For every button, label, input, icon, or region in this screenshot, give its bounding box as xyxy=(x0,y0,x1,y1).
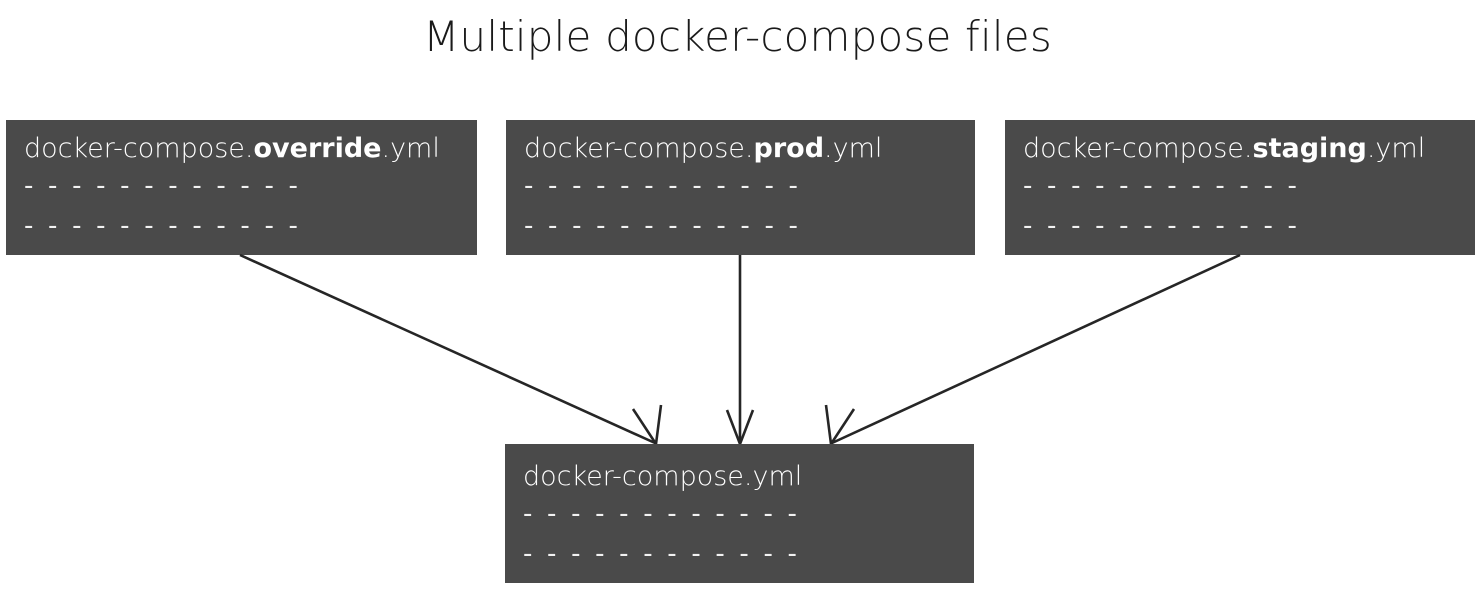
file-name-prefix: docker-compose.yml xyxy=(523,461,803,492)
arrowhead-override xyxy=(631,404,663,448)
file-name-staging: docker-compose.staging.yml xyxy=(1023,132,1475,166)
file-content-line-1: - - - - - - - - - - - - xyxy=(24,171,302,201)
file-name-override: docker-compose.override.yml xyxy=(24,132,477,166)
file-name-emphasis: override xyxy=(253,133,382,164)
file-content-line-2: - - - - - - - - - - - - xyxy=(523,539,801,569)
file-box-prod[interactable]: docker-compose.prod.yml - - - - - - - - … xyxy=(506,120,975,255)
page-title: Multiple docker-compose files xyxy=(423,12,1052,61)
arrowhead-staging xyxy=(824,404,856,448)
file-name-base: docker-compose.yml xyxy=(523,460,974,494)
file-box-base[interactable]: docker-compose.yml - - - - - - - - - - -… xyxy=(505,444,974,583)
arrow-override-to-base xyxy=(239,253,656,445)
file-name-prefix: docker-compose. xyxy=(24,133,254,164)
file-content-line-1: - - - - - - - - - - - - xyxy=(524,171,802,201)
arrowhead-prod xyxy=(725,409,755,448)
file-content-line-2: - - - - - - - - - - - - xyxy=(1023,211,1301,241)
file-name-prefix: docker-compose. xyxy=(1023,133,1253,164)
file-box-override[interactable]: docker-compose.override.yml - - - - - - … xyxy=(6,120,477,255)
file-name-emphasis: prod xyxy=(753,133,825,164)
file-box-staging[interactable]: docker-compose.staging.yml - - - - - - -… xyxy=(1005,120,1475,255)
file-name-suffix: .yml xyxy=(1366,133,1426,164)
file-content-line-1: - - - - - - - - - - - - xyxy=(1023,171,1301,201)
file-name-suffix: .yml xyxy=(381,133,440,164)
file-content-line-1: - - - - - - - - - - - - xyxy=(523,499,801,529)
file-name-suffix: .yml xyxy=(824,133,883,164)
file-name-prefix: docker-compose. xyxy=(524,133,754,164)
file-content-line-2: - - - - - - - - - - - - xyxy=(24,211,302,241)
file-name-prod: docker-compose.prod.yml xyxy=(524,132,975,166)
arrow-staging-to-base xyxy=(831,253,1241,445)
file-name-emphasis: staging xyxy=(1252,133,1367,164)
file-content-line-2: - - - - - - - - - - - - xyxy=(524,211,802,241)
